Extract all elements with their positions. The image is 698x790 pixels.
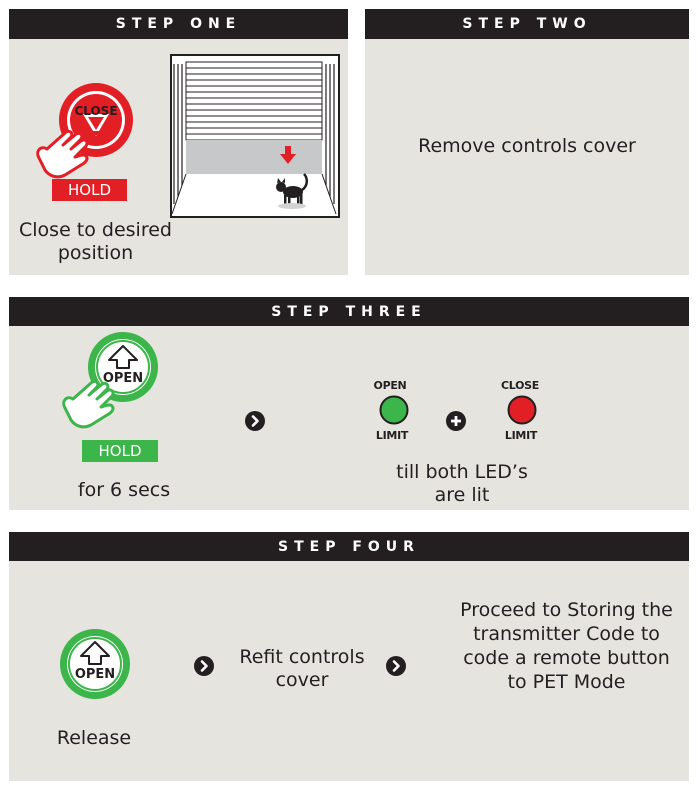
open-button-label: OPEN [65,667,125,682]
release-caption: Release [29,727,159,750]
garage-door-illustration [170,54,340,218]
close-limit-led [507,395,537,425]
step-two-caption: Remove controls cover [365,135,689,158]
refit-caption: Refit controls cover [237,646,367,692]
open-led-bottom-label: LIMIT [367,429,417,442]
open-limit-led [379,395,409,425]
chevron-right-icon [386,656,406,676]
close-led-bottom-label: LIMIT [496,429,546,442]
step-one-caption: Close to desired position [13,219,178,265]
hold-tag: HOLD [82,440,158,462]
step-two-panel: STEP TWO Remove controls cover [365,9,689,275]
close-button-icon [31,73,151,183]
step-one-header: STEP ONE [9,9,348,39]
step-three-caption-left: for 6 secs [39,479,209,502]
step-two-header: STEP TWO [365,9,689,39]
step-four-panel: STEP FOUR OPEN Release Refit controls co… [9,532,689,781]
step-three-header: STEP THREE [9,297,689,326]
open-led-top-label: OPEN [365,379,415,392]
close-button-label: CLOSE [66,104,126,118]
plus-icon [446,411,466,431]
hold-tag: HOLD [52,179,127,201]
open-button-icon [59,628,131,700]
chevron-right-icon [194,656,214,676]
step-three-caption-right: till both LED’s are lit [387,461,537,507]
close-led-top-label: CLOSE [494,379,546,392]
open-button-label: OPEN [93,371,153,386]
step-four-header: STEP FOUR [9,532,689,561]
proceed-caption: Proceed to Storing the transmitter Code … [459,598,674,694]
step-one-panel: STEP ONE CLOSE HOLD Close to desired pos… [9,9,348,275]
chevron-right-icon [245,411,265,431]
step-three-panel: STEP THREE OPEN HOLD for 6 secs OPEN LIM… [9,297,689,510]
